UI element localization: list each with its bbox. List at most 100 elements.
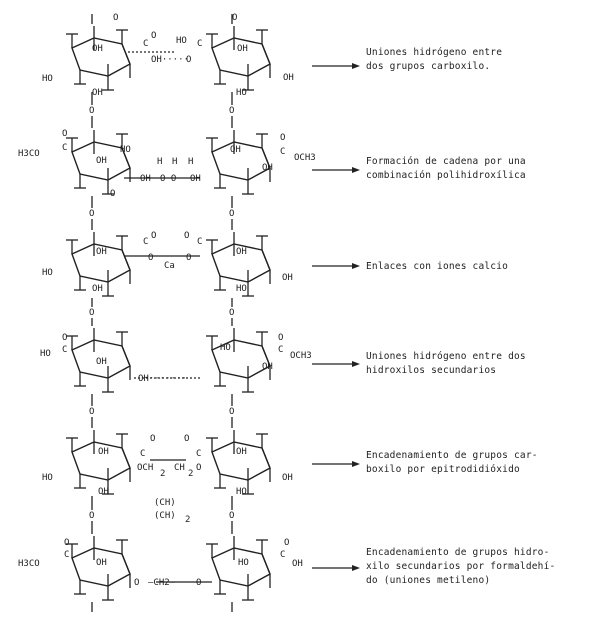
atom-label-r2-right-5: OH — [190, 174, 201, 184]
ring-right-6-bold-edge — [261, 553, 271, 575]
atom-label-r5-left-2: C — [140, 449, 145, 459]
ring-right-2-bold-edge — [261, 147, 271, 169]
ring-left-4 — [66, 328, 131, 393]
atom-label-r5-left-10: 2 — [185, 515, 190, 525]
arrow-head-2 — [352, 167, 360, 173]
atom-label-r5-right-4: 2 — [188, 469, 193, 479]
atom-label-r1-left-2: OH — [92, 44, 103, 54]
molecular-skeleton: O O O O O O O O O O — [66, 14, 271, 612]
atom-label-r2-right-3: H — [188, 157, 193, 167]
ring-left-2-bold-edge — [121, 147, 131, 169]
description-2-line-2: combinación polihidroxílica — [366, 170, 526, 181]
atom-label-r2-left-4: OH — [96, 156, 107, 166]
ring-right-2 — [206, 130, 271, 195]
atom-label-r1-right-3: C — [197, 39, 202, 49]
arrow-head-3 — [352, 263, 360, 269]
description-5-line-1: Encadenamiento de grupos car- — [366, 450, 538, 461]
atom-label-r3-right-1: O — [184, 231, 189, 241]
description-1: Uniones hidrógeno entre dos grupos carbo… — [366, 46, 596, 74]
atom-label-r6-left-2: H3CO — [18, 559, 40, 569]
ring-left-1-bold-edge — [121, 43, 131, 65]
atom-label-r6-right-1: O — [196, 578, 201, 588]
ring-left-4-bold-edge — [121, 345, 131, 367]
linkage-oxygen-left-1: O — [89, 106, 94, 116]
ring-right-5-bold-edge — [261, 447, 271, 469]
atom-label-r1-left-4: OH — [92, 88, 103, 98]
ring-right-4 — [206, 328, 271, 393]
atom-label-r6-left-6: —CH2— — [148, 578, 176, 588]
description-2-line-1: Formación de cadena por una — [366, 156, 526, 167]
atom-label-r2-left-7: O — [110, 189, 115, 199]
atom-label-r5-right-3: CH — [174, 463, 185, 473]
atom-label-r5-left-5: OH — [98, 487, 109, 497]
ring-right-2-hexagon — [211, 141, 271, 181]
ring-left-3-bold-edge — [121, 249, 131, 271]
atom-label-r1-right-2: HO — [176, 36, 187, 46]
description-2: Formación de cadena por una combinación … — [366, 155, 596, 183]
ring-left-2 — [66, 130, 131, 195]
arrows — [312, 63, 360, 571]
atom-label-r3-left-1: HO — [42, 268, 53, 278]
ring-left-3 — [66, 232, 131, 297]
atom-label-r2-right-10: OH — [262, 163, 273, 173]
atom-label-r2-right-1: H — [157, 157, 162, 167]
atom-label-r1-right-1: O — [232, 13, 237, 23]
linkage-oxygen-left-3: O — [89, 308, 94, 318]
atom-label-r4-left-4: OH — [96, 357, 107, 367]
atom-label-r4-left-1: O — [62, 333, 67, 343]
atom-label-r4-left-3: C — [62, 345, 67, 355]
linkage-oxygen-right-2: O — [229, 209, 234, 219]
description-4: Uniones hidrógeno entre dos hidroxilos s… — [366, 350, 596, 378]
atom-label-r6-left-1: O — [64, 538, 69, 548]
atom-label-r5-left-9: (CH) — [154, 511, 176, 521]
atom-label-r6-right-5: OH — [292, 559, 303, 569]
atom-label-r6-left-5: O — [134, 578, 139, 588]
atom-label-r2-left-1: O — [62, 129, 67, 139]
atom-label-r5-right-7: OH — [282, 473, 293, 483]
arrow-head-1 — [352, 63, 360, 69]
atom-label-r3-left-8: O — [186, 253, 191, 263]
arrow-head-4 — [352, 361, 360, 367]
atom-label-r4-right-5: OH — [262, 362, 273, 372]
arrow-head-5 — [352, 461, 360, 467]
atom-label-r5-left-1: O — [150, 434, 155, 444]
atom-label-r5-right-8: HO — [236, 487, 247, 497]
linkage-oxygen-right-4: O — [229, 407, 234, 417]
atom-label-r4-left-2: HO — [40, 349, 51, 359]
atom-label-r1-right-7: HO — [236, 88, 247, 98]
description-3-line-1: Enlaces con iones calcio — [366, 261, 509, 272]
atom-label-r1-left-3: HO — [42, 74, 53, 84]
ring-left-6 — [66, 536, 131, 601]
atom-label-r3-right-5: HO — [236, 284, 247, 294]
ring-left-5 — [66, 430, 131, 495]
atom-label-r4-right-3: C — [278, 345, 283, 355]
atom-label-r5-right-6: OH — [236, 447, 247, 457]
ring-right-3 — [206, 232, 271, 297]
atom-label-r3-left-7: Ca — [164, 261, 175, 271]
linkage-oxygen-right-1: O — [229, 106, 234, 116]
atom-label-r4-right-1: HO — [220, 343, 231, 353]
description-4-line-2: hidroxilos secundarios — [366, 365, 497, 376]
atom-label-r2-right-9: OCH3 — [294, 153, 316, 163]
atom-label-r5-left-3: OH — [98, 447, 109, 457]
atom-label-r2-right-2: H — [172, 157, 177, 167]
atom-label-r3-right-4: OH — [282, 273, 293, 283]
atom-label-r5-left-4: HO — [42, 473, 53, 483]
atom-label-r1-left-1: O — [113, 13, 118, 23]
atom-label-r2-left-3: C — [62, 143, 67, 153]
linkage-oxygen-left-4: O — [89, 407, 94, 417]
description-4-line-1: Uniones hidrógeno entre dos — [366, 351, 526, 362]
atom-label-r1-right-5: OH — [237, 44, 248, 54]
atom-label-r3-right-3: OH — [236, 247, 247, 257]
description-1-line-1: Uniones hidrógeno entre — [366, 47, 503, 58]
description-1-line-2: dos grupos carboxilo. — [366, 61, 491, 72]
arrow-head-6 — [352, 565, 360, 571]
linkage-oxygen-right-3: O — [229, 308, 234, 318]
description-6: Encadenamiento de grupos hidro- xilo sec… — [366, 546, 596, 588]
atom-label-r6-left-4: OH — [96, 558, 107, 568]
atom-label-r3-left-2: OH — [96, 247, 107, 257]
atom-label-r2-left-5: HO — [120, 145, 131, 155]
description-5: Encadenamiento de grupos car- boxilo por… — [366, 449, 596, 477]
